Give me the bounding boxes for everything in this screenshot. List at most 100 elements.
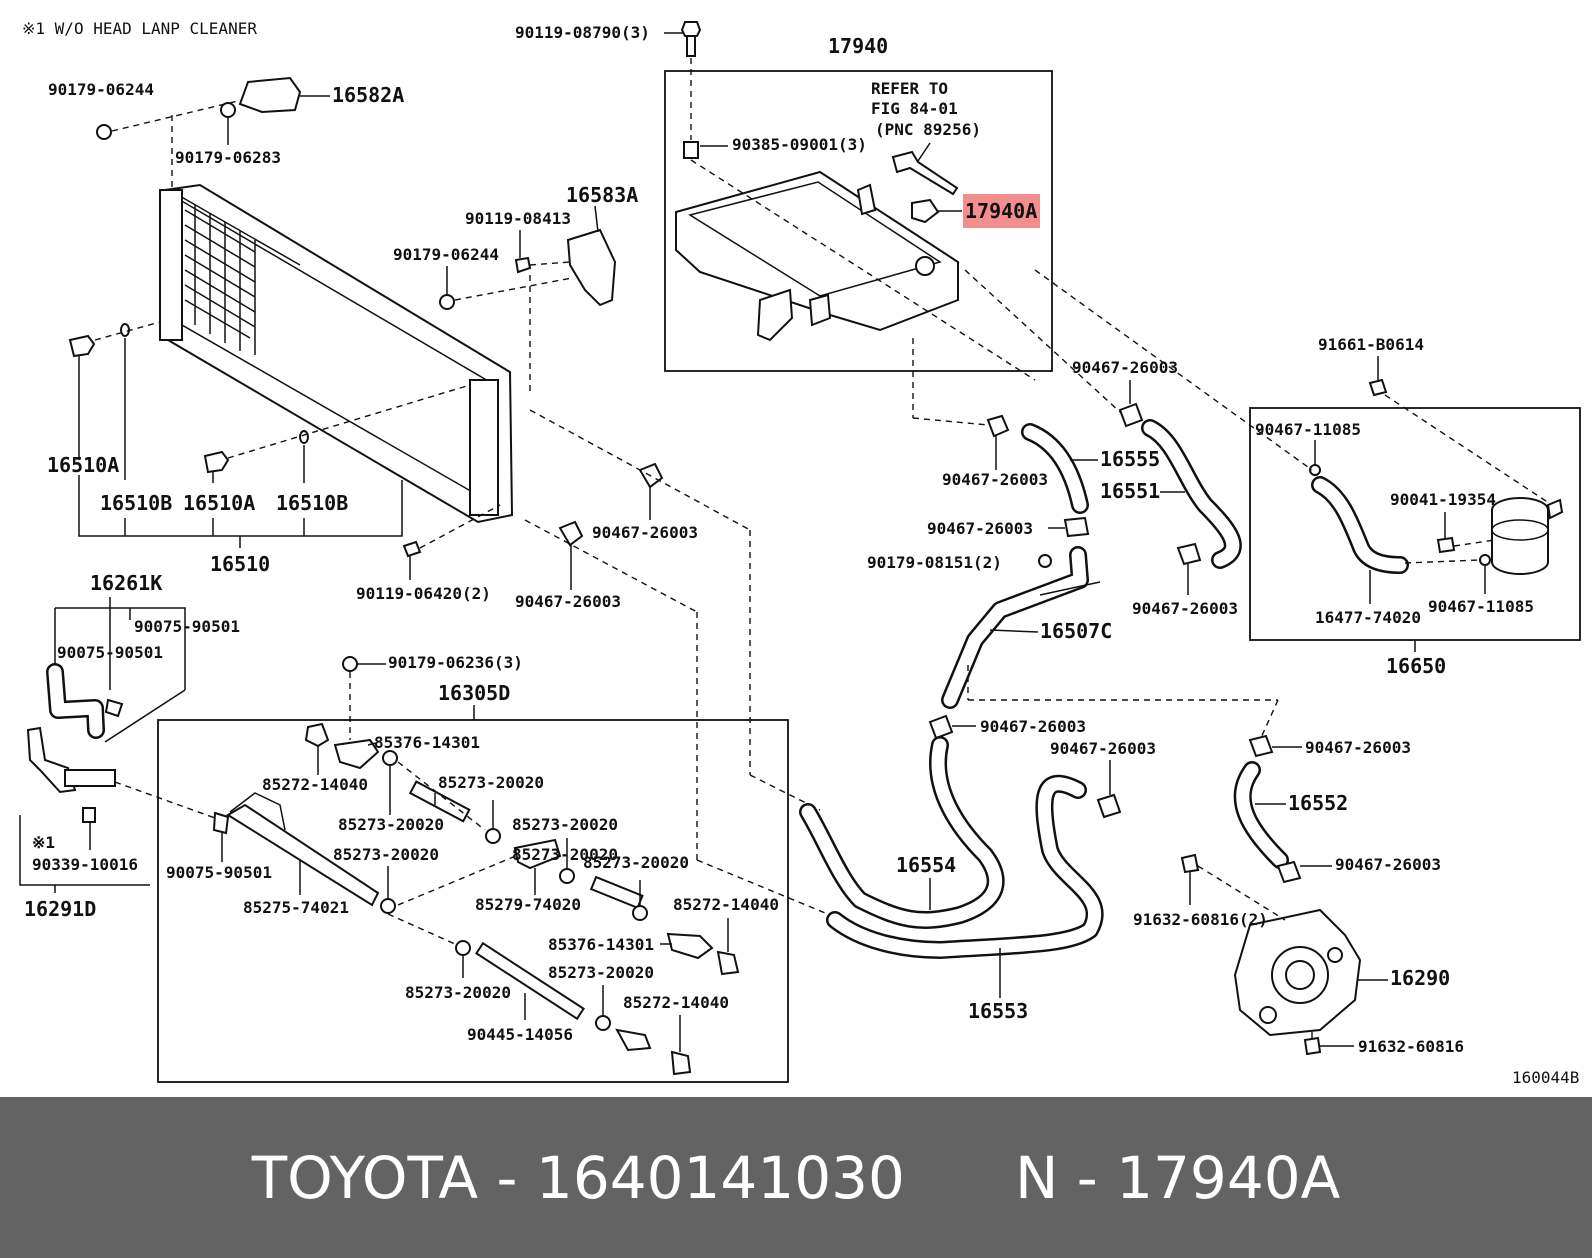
label-17940: 17940 bbox=[828, 34, 888, 58]
label-16510B-b: 16510B bbox=[276, 491, 348, 515]
drain-cock-16510A-b bbox=[203, 450, 230, 474]
pipe-bend bbox=[229, 792, 286, 831]
label-16555: 16555 bbox=[1100, 447, 1160, 471]
grommet-85273-20020-d bbox=[380, 898, 396, 914]
label-85273-20020-f: 85273-20020 bbox=[583, 853, 689, 872]
label-90179-08151: 90179-08151(2) bbox=[867, 553, 1002, 572]
reservoir-group-box bbox=[664, 70, 1053, 372]
label-16650: 16650 bbox=[1386, 654, 1446, 678]
diagram-note: ※1 W/O HEAD LANP CLEANER bbox=[22, 19, 257, 38]
label-90179-06236: 90179-06236(3) bbox=[388, 653, 523, 672]
label-90467-26003-j: 90467-26003 bbox=[1335, 855, 1441, 874]
highlight-17940A bbox=[963, 194, 1040, 228]
label-16510A-a: 16510A bbox=[47, 453, 119, 477]
drain-cock-16510A-a bbox=[68, 334, 96, 358]
o-ring-16510B-a bbox=[120, 323, 130, 337]
pipe-85275-74021 bbox=[226, 803, 380, 907]
label-90467-26003-f: 90467-26003 bbox=[515, 592, 621, 611]
clamp-90467-11085-a bbox=[1309, 464, 1321, 476]
label-85273-20020-d: 85273-20020 bbox=[333, 845, 439, 864]
label-16583A: 16583A bbox=[566, 183, 638, 207]
canister-16650 bbox=[1491, 497, 1564, 575]
fitting-85279-74020 bbox=[513, 838, 562, 870]
clamp-90467-11085-b bbox=[1479, 554, 1491, 566]
label-90467-26003-d: 90467-26003 bbox=[1132, 599, 1238, 618]
radiator-core bbox=[184, 205, 256, 355]
hose-85273-20020-f bbox=[589, 875, 644, 910]
footer-ref: N - 17940A bbox=[1014, 1143, 1341, 1212]
label-90467-26003-g: 90467-26003 bbox=[980, 717, 1086, 736]
figure-code: 160044B bbox=[1512, 1068, 1579, 1087]
bolt-91661-B0614 bbox=[1368, 378, 1388, 397]
bracket-16582A bbox=[238, 76, 302, 114]
bolt-90041-19354 bbox=[1436, 536, 1456, 554]
footer-separator: - bbox=[478, 1143, 536, 1212]
label-90075-90501-a: 90075-90501 bbox=[134, 617, 240, 636]
clamp-90467-26003-j bbox=[1276, 860, 1302, 884]
footer-brand: TOYOTA bbox=[251, 1143, 479, 1212]
label-16554: 16554 bbox=[896, 853, 956, 877]
label-90467-26003-c: 90467-26003 bbox=[942, 470, 1048, 489]
label-90467-26003-e: 90467-26003 bbox=[592, 523, 698, 542]
bracket-85376-14301-b bbox=[666, 932, 714, 960]
bolt-91632-60816-a bbox=[1180, 853, 1200, 874]
grommet-85273-20020-g bbox=[632, 905, 648, 921]
label-85376-14301-b: 85376-14301 bbox=[548, 935, 654, 954]
label-90467-26003-h: 90467-26003 bbox=[1050, 739, 1156, 758]
label-90119-08413: 90119-08413 bbox=[465, 209, 571, 228]
label-90467-26003-i: 90467-26003 bbox=[1305, 738, 1411, 757]
label-90075-90501-b: 90075-90501 bbox=[57, 643, 163, 662]
grommet-85273-20020-i bbox=[595, 1015, 611, 1031]
clip-90179-06244 bbox=[96, 124, 112, 140]
clip-90179-06236 bbox=[342, 656, 358, 672]
label-85273-20020-c: 85273-20020 bbox=[512, 815, 618, 834]
parts-diagram: ※1 W/O HEAD LANP CLEANER 17940 REFER TO … bbox=[19, 19, 1581, 1087]
label-85273-20020-b: 85273-20020 bbox=[438, 773, 544, 792]
label-16552: 16552 bbox=[1288, 791, 1348, 815]
cap-90339-10016 bbox=[82, 807, 96, 823]
label-85272-14040-b: 85272-14040 bbox=[673, 895, 779, 914]
clip-90179-06283 bbox=[220, 102, 236, 118]
label-90467-11085-a: 90467-11085 bbox=[1255, 420, 1361, 439]
label-16510B-a: 16510B bbox=[100, 491, 172, 515]
grommet-85273-20020-c bbox=[485, 828, 501, 844]
bolt-91632-60816-b bbox=[1303, 1036, 1322, 1056]
collar-90385-09001 bbox=[683, 141, 699, 159]
clip-90179-08151 bbox=[1038, 554, 1052, 568]
clamp-90467-26003-b bbox=[1063, 516, 1090, 538]
clip-90179-06244-b bbox=[439, 294, 455, 310]
label-90041-19354: 90041-19354 bbox=[1390, 490, 1496, 509]
label-90467-11085-b: 90467-11085 bbox=[1428, 597, 1534, 616]
label-16510A-b: 16510A bbox=[183, 491, 255, 515]
label-85272-14040-a: 85272-14040 bbox=[262, 775, 368, 794]
label-16291D: 16291D bbox=[24, 897, 96, 921]
bracket-16291D bbox=[26, 726, 77, 794]
label-91661-B0614: 91661-B0614 bbox=[1318, 335, 1424, 354]
label-91632-60816-b: 91632-60816 bbox=[1358, 1037, 1464, 1056]
label-91632-60816-a: 91632-60816(2) bbox=[1133, 910, 1268, 929]
clamp-90467-26003-a bbox=[1118, 402, 1144, 428]
reservoir-cap-17940A bbox=[911, 198, 940, 224]
bracket-85376-14301-a bbox=[333, 738, 380, 770]
label-16551: 16551 bbox=[1100, 479, 1160, 503]
refer-line-3: (PNC 89256) bbox=[875, 120, 981, 139]
label-16510: 16510 bbox=[210, 552, 270, 576]
label-90445-14056: 90445-14056 bbox=[467, 1025, 573, 1044]
label-16477-74020: 16477-74020 bbox=[1315, 608, 1421, 627]
clamp-90467-26003-c bbox=[986, 414, 1010, 438]
label-note1-left: ※1 bbox=[32, 833, 55, 852]
grommet-85273-20020-e bbox=[559, 868, 575, 884]
clip-90075-90501 bbox=[104, 698, 124, 718]
clamp-90467-26003-f bbox=[558, 520, 584, 547]
clip-90075-90501-c bbox=[212, 811, 230, 835]
bolt-90119-06420 bbox=[402, 540, 422, 558]
clamp-90467-26003-g bbox=[928, 714, 954, 740]
refer-line-2: FIG 84-01 bbox=[871, 99, 958, 118]
label-90179-06283: 90179-06283 bbox=[175, 148, 281, 167]
label-90339-10016: 90339-10016 bbox=[32, 855, 138, 874]
label-90467-26003-a: 90467-26003 bbox=[1072, 358, 1178, 377]
label-90075-90501-c: 90075-90501 bbox=[166, 863, 272, 882]
label-85273-20020-i: 85273-20020 bbox=[548, 963, 654, 982]
clamp-90467-26003-i bbox=[1248, 734, 1274, 758]
